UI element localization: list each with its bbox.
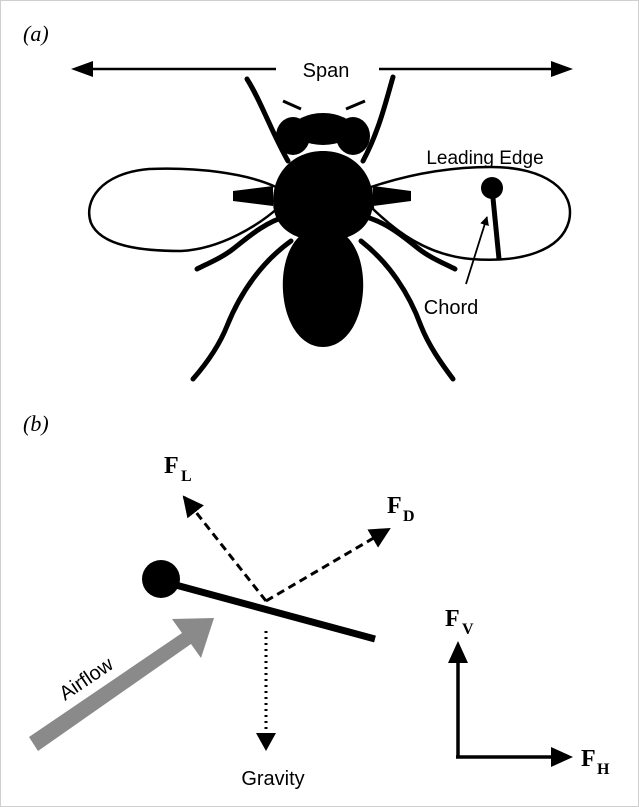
drag-force-subscript: D: [403, 508, 415, 525]
panel-b-label: (b): [23, 411, 49, 436]
lift-force-subscript: L: [181, 468, 192, 485]
lift-force-arrow: [184, 497, 266, 601]
force-axes: [448, 641, 573, 767]
panel-b: (b) Airflow F L F D Gravity F V: [23, 411, 610, 790]
left-wing: [89, 169, 279, 251]
vertical-force-symbol: F: [445, 606, 460, 632]
right-wing: [371, 167, 570, 260]
vertical-force-subscript: V: [462, 621, 474, 638]
drag-force-symbol: F: [387, 493, 402, 519]
panel-a-label: (a): [23, 21, 49, 46]
airflow-arrow: [29, 618, 214, 751]
gravity-label: Gravity: [241, 768, 304, 790]
panel-a: (a) Span: [23, 21, 573, 379]
lift-force-symbol: F: [164, 453, 179, 479]
span-label: Span: [303, 60, 350, 82]
horizontal-axis-arrowhead: [551, 747, 573, 767]
vertical-axis-arrowhead: [448, 641, 468, 663]
chord-label: Chord: [424, 297, 478, 319]
horizontal-force-symbol: F: [581, 746, 596, 772]
gravity-arrowhead: [256, 733, 276, 751]
cross-section-leading-edge: [142, 560, 180, 598]
leading-edge-label: Leading Edge: [426, 148, 543, 169]
wing-cross-section: [142, 560, 375, 639]
horizontal-force-subscript: H: [597, 761, 610, 778]
drag-force-arrow: [266, 529, 389, 601]
